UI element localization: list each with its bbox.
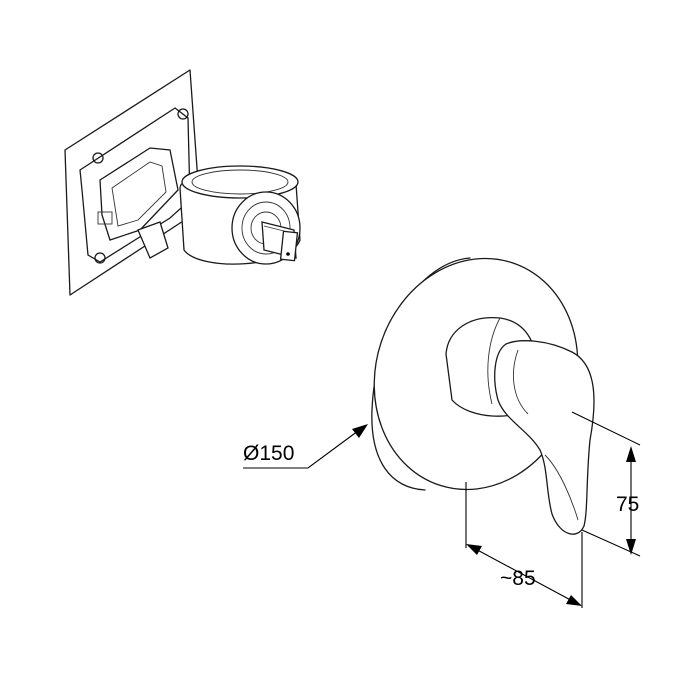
lever-handle <box>494 340 595 535</box>
screw-hole <box>177 108 189 120</box>
dimension-height: 75 <box>571 411 641 557</box>
screw-hole <box>94 252 106 264</box>
height-label: 75 <box>616 493 639 516</box>
depth-label: ~85 <box>500 567 536 590</box>
diameter-label: Ø150 <box>243 442 294 465</box>
concealed-valve-body <box>64 69 301 296</box>
dimension-depth: ~85 <box>465 482 583 608</box>
trim-set <box>371 257 595 535</box>
rosette-edge <box>371 257 471 491</box>
dimension-diameter: Ø150 <box>243 424 368 469</box>
screw-hole <box>92 152 104 164</box>
